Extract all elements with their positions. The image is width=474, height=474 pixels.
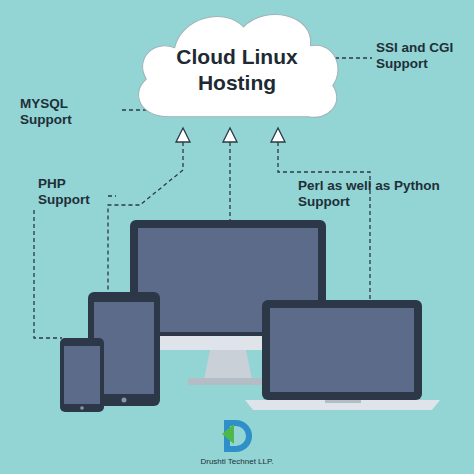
cloud-shape: Cloud Linux Hosting: [128, 4, 346, 124]
cloud-title: Cloud Linux Hosting: [162, 44, 312, 97]
feature-label: PHP Support: [38, 176, 108, 208]
logo-text: Drushti Technet LLP.: [187, 457, 287, 467]
feature-label: MYSQL Support: [20, 96, 120, 128]
feature-label: SSI and CGI Support: [376, 40, 468, 72]
feature-label: Perl as well as Python Support: [298, 178, 468, 210]
